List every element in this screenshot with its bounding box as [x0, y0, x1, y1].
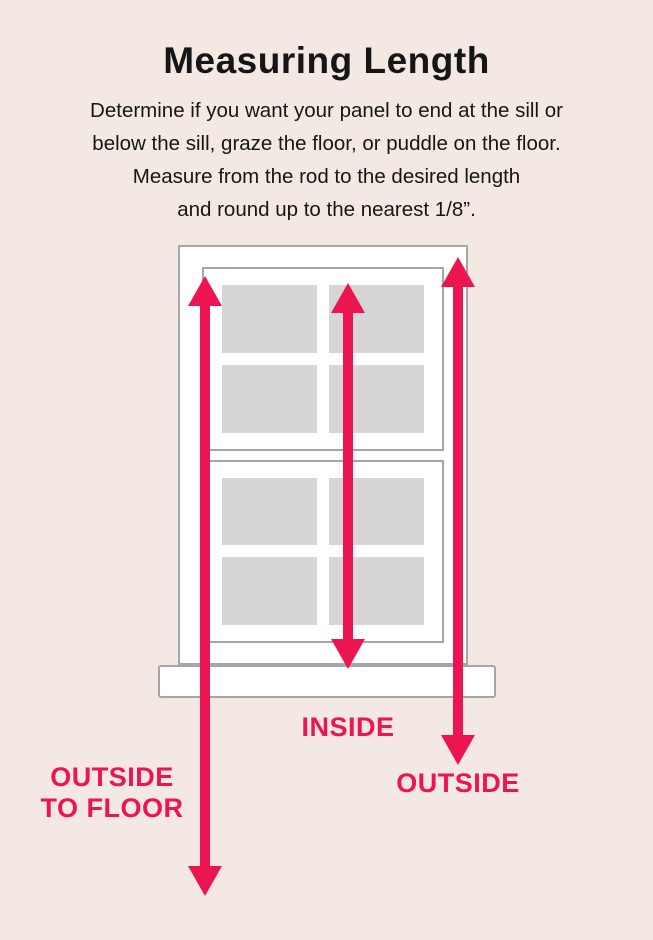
inside-label: INSIDE	[301, 712, 395, 742]
window-sill	[158, 665, 496, 698]
bottom-sash-pane-grid	[222, 477, 424, 625]
outside-label: OUTSIDE	[396, 768, 520, 798]
outside-to-floor-line: OUTSIDE	[50, 762, 174, 792]
description-line: below the sill, graze the floor, or pudd…	[92, 132, 561, 155]
inside-arrow	[331, 283, 365, 669]
window-bottom-sash	[202, 459, 444, 643]
outside-to-floor-label: OUTSIDE TO FLOOR	[2, 762, 222, 824]
description-line: Measure from the rod to the desired leng…	[132, 165, 521, 188]
window-pane	[222, 557, 317, 625]
description-line: and round up to the nearest 1/8”.	[177, 198, 476, 221]
window-meeting-rail	[202, 451, 444, 460]
top-sash-pane-grid	[222, 285, 424, 433]
window-pane	[222, 285, 317, 353]
page-title: Measuring Length	[163, 40, 490, 81]
outside-to-floor-arrow	[188, 276, 222, 896]
window-top-sash	[202, 267, 444, 451]
window-pane	[222, 364, 317, 433]
window-pane	[222, 477, 317, 546]
description: Determine if you want your panel to end …	[0, 94, 653, 226]
description-line: Determine if you want your panel to end …	[90, 99, 563, 122]
outside-arrow	[441, 257, 475, 765]
outside-to-floor-line: TO FLOOR	[40, 793, 184, 823]
